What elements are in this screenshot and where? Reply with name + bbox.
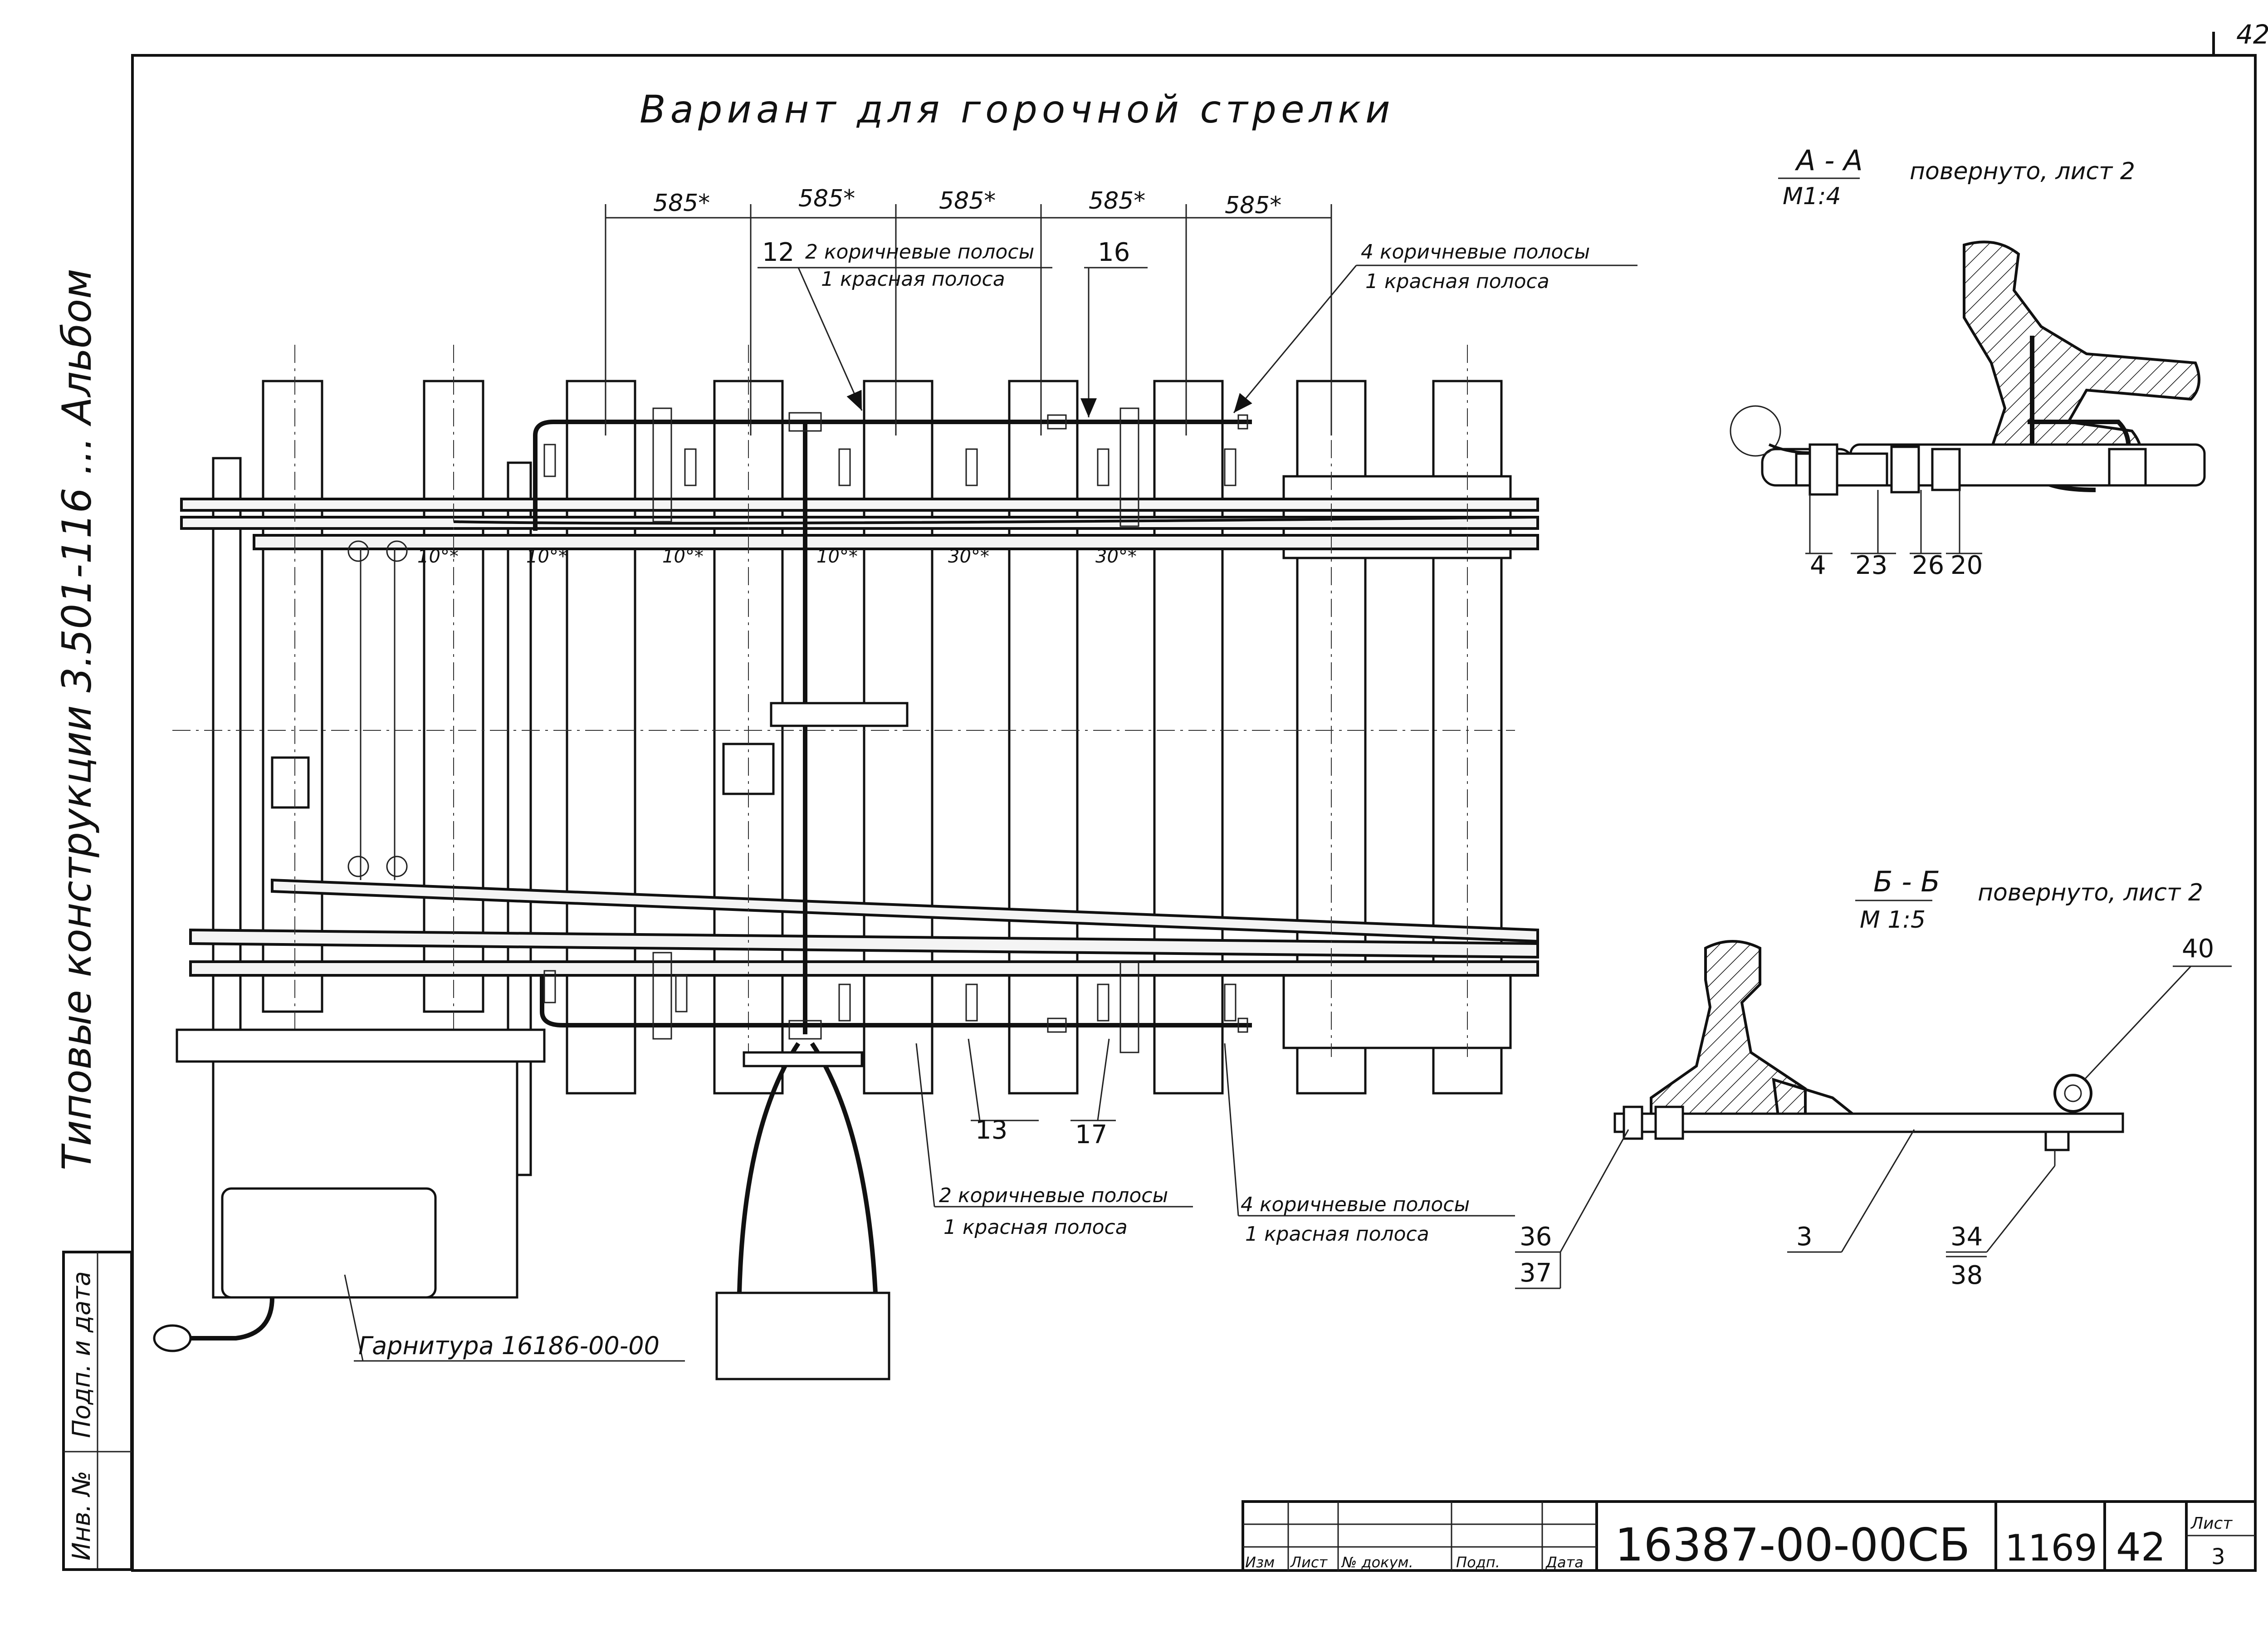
switch-plan-view: 585* 585* 585* 585* 585* 10°* 10°* 10°* … (153, 185, 1637, 1380)
dimension-5: 585* (1225, 192, 1281, 219)
callout-text: 4 коричневые полосы (1241, 1193, 1470, 1216)
sheet-number: 3 (2211, 1544, 2225, 1570)
item-17: 17 (1075, 1120, 1107, 1150)
section-b-b-note: повернуто, лист 2 (1978, 879, 2203, 906)
upper-rail-stock (180, 498, 1539, 512)
item-12: 12 (762, 238, 794, 267)
section-a-a-note: повернуто, лист 2 (1910, 158, 2135, 185)
sheet-frame (131, 54, 2257, 1572)
header-list: Лист (1290, 1554, 1328, 1571)
item-13: 13 (975, 1115, 1007, 1145)
angle-labels: 10°* 10°* 10°* 10°* 30°* 30°* (417, 546, 1137, 567)
callout-lower: 2 коричневые полосы 1 красная полоса 13 … (915, 1038, 1515, 1246)
section-a-a-scale: М1:4 (1783, 183, 1841, 210)
angle-label: 10°* (662, 546, 704, 567)
callout-text: 1 красная полоса (1245, 1223, 1429, 1246)
section-b-b: Б - Б М 1:5 повернуто, лист 2 40 36 37 3 (1515, 865, 2232, 1290)
dimension-1: 585* (653, 190, 710, 217)
sheet-corner-number: 42 (2236, 19, 2268, 50)
item-4: 4 (1810, 551, 1826, 580)
item-23: 23 (1855, 551, 1887, 580)
header-date: Дата (1545, 1554, 1584, 1571)
item-26: 26 (1912, 551, 1944, 580)
inventory-number-label: Инв. № (67, 1471, 96, 1561)
item-16: 16 (1098, 238, 1130, 267)
section-b-b-scale: М 1:5 (1860, 906, 1926, 934)
lower-rail-stock (271, 878, 1539, 943)
lower-cable-pipe (540, 975, 1252, 1027)
garnitura-label: Гарнитура 16186-00-00 (358, 1331, 660, 1360)
angle-label: 30°* (948, 546, 989, 567)
item-37: 37 (1520, 1258, 1552, 1288)
item-38: 38 (1950, 1261, 1983, 1290)
dimension-chain: 585* 585* 585* 585* 585* (605, 185, 1332, 435)
clamp-assemblies (543, 407, 1248, 1053)
callout-garnitura: Гарнитура 16186-00-00 (344, 1274, 685, 1362)
point-rods (347, 540, 408, 880)
angle-label: 10°* (526, 546, 567, 567)
section-a-a-label: А - А (1794, 144, 1863, 177)
junction-box (715, 1292, 890, 1380)
item-34: 34 (1950, 1222, 1983, 1252)
item-36: 36 (1520, 1222, 1552, 1252)
document-number: 16387-00-00СБ (1615, 1518, 1970, 1571)
header-doc-no: № докум. (1341, 1554, 1413, 1571)
title-block: Изм Лист № докум. Подп. Дата 16387-00-00… (1242, 1500, 2257, 1572)
callout-text: 1 красная полоса (943, 1216, 1128, 1239)
switch-machine (153, 1028, 546, 1352)
callout-text: 1 красная полоса (821, 268, 1005, 291)
callout-text: 2 коричневые полосы (805, 240, 1034, 264)
album-reference: Типовые конструкции 3.501-116 ... Альбом (54, 269, 100, 1170)
sheet-label: Лист (2190, 1514, 2233, 1533)
angle-label: 10°* (417, 546, 459, 567)
angle-label: 30°* (1095, 546, 1137, 567)
item-20: 20 (1950, 551, 1983, 580)
side-stamp: Типовые конструкции 3.501-116 ... Альбом… (54, 269, 133, 1571)
item-40: 40 (2182, 934, 2214, 964)
dimension-3: 585* (939, 187, 996, 215)
dimension-4: 585* (1089, 187, 1145, 215)
header-izm: Изм (1245, 1554, 1275, 1571)
callout-upper-right: 4 коричневые полосы 1 красная полоса (1233, 240, 1637, 413)
section-b-b-label: Б - Б (1873, 865, 1940, 898)
callout-item-16: 16 (1080, 238, 1148, 417)
callout-text: 2 коричневые полосы (939, 1184, 1168, 1207)
header-sign: Подп. (1456, 1554, 1500, 1571)
angle-label: 10°* (816, 546, 858, 567)
callout-text: 4 коричневые полосы (1361, 240, 1590, 264)
callout-upper-left: 12 2 коричневые полосы 1 красная полоса (758, 238, 1052, 411)
drawing-title: Вариант для горочной стрелки (640, 87, 1395, 132)
item-3: 3 (1796, 1222, 1813, 1252)
document-code: 1169 (2005, 1527, 2097, 1569)
section-a-a: А - А М1:4 повернуто, лист 2 4 23 26 20 (1730, 144, 2206, 580)
dimension-2: 585* (798, 185, 855, 212)
sign-date-label: Подп. и дата (67, 1271, 96, 1438)
callout-text: 1 красная полоса (1365, 270, 1549, 293)
page-number: 42 (2116, 1525, 2165, 1570)
upper-cable-pipe (533, 420, 1252, 531)
